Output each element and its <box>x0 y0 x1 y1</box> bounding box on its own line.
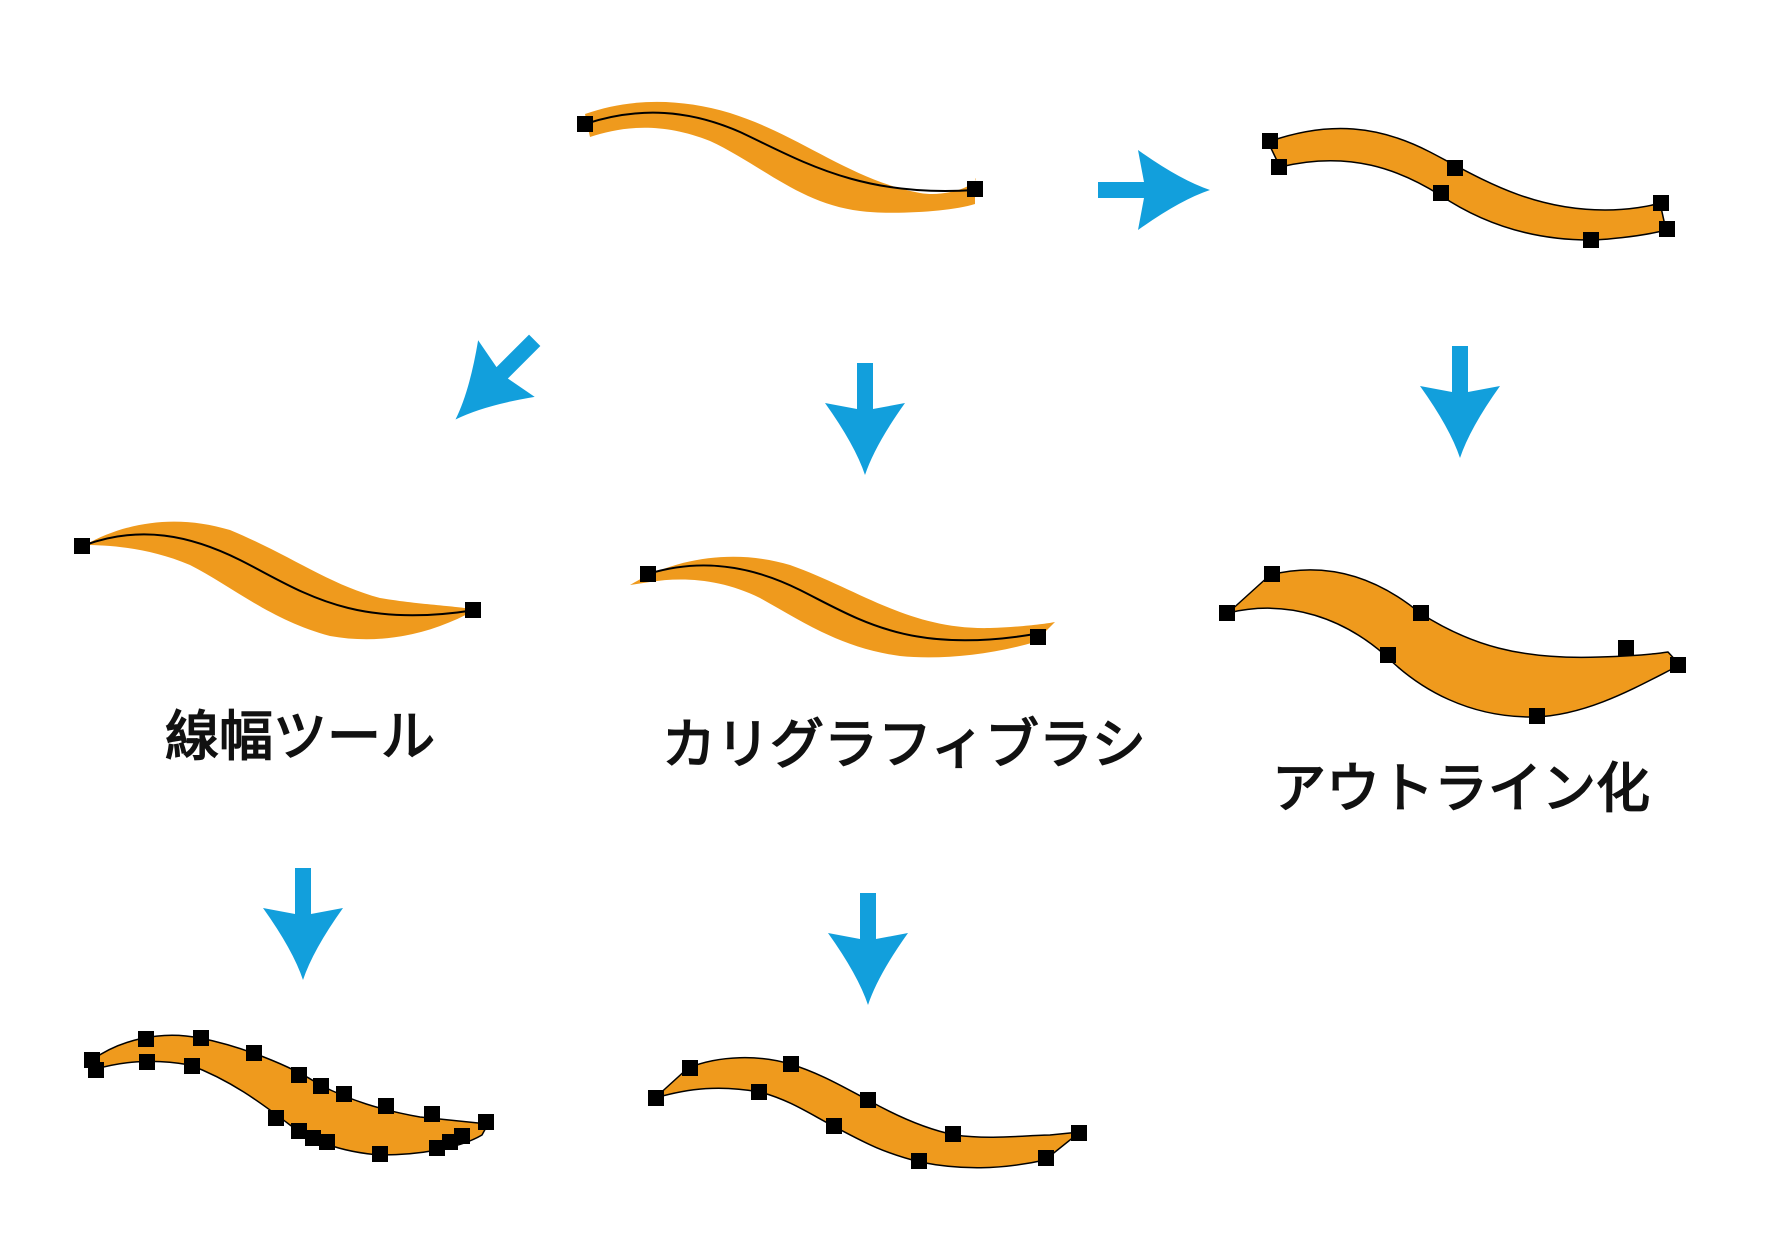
anchor-point-icon[interactable] <box>1264 566 1280 582</box>
anchor-point-icon[interactable] <box>454 1128 470 1144</box>
anchor-point-icon[interactable] <box>967 181 983 197</box>
original-stroke-fill <box>585 101 976 213</box>
anchor-point-icon[interactable] <box>465 602 481 618</box>
width-tool-stroke <box>74 521 481 640</box>
anchor-point-icon[interactable] <box>319 1134 335 1150</box>
anchor-point-icon[interactable] <box>74 538 90 554</box>
anchor-point-icon[interactable] <box>826 1118 842 1134</box>
anchor-point-icon[interactable] <box>336 1086 352 1102</box>
anchor-point-icon[interactable] <box>1433 185 1449 201</box>
anchor-point-icon[interactable] <box>139 1054 155 1070</box>
anchor-point-icon[interactable] <box>1262 133 1278 149</box>
anchor-point-icon[interactable] <box>478 1114 494 1130</box>
width-tool-outlined <box>84 1030 494 1162</box>
anchor-point-icon[interactable] <box>911 1153 927 1169</box>
anchor-point-icon[interactable] <box>1271 159 1287 175</box>
outlined-stroke-top <box>1262 127 1675 248</box>
arrow-icon <box>828 893 908 1005</box>
calligraphy-outlined-fill <box>654 1056 1083 1169</box>
anchor-point-icon[interactable] <box>1380 647 1396 663</box>
width-tool-label: 線幅ツール <box>165 705 435 768</box>
original-stroke <box>577 101 983 213</box>
outlined-stroke-middle <box>1219 566 1686 724</box>
anchor-point-icon[interactable] <box>1670 657 1686 673</box>
outline-label: アウトライン化 <box>1272 757 1650 820</box>
width-tool-stroke-path <box>84 533 476 617</box>
anchor-point-icon[interactable] <box>138 1031 154 1047</box>
outlined-stroke-middle-fill <box>1227 569 1682 718</box>
anchor-point-icon[interactable] <box>193 1030 209 1046</box>
anchor-point-icon[interactable] <box>291 1067 307 1083</box>
anchor-point-icon[interactable] <box>682 1060 698 1076</box>
anchor-point-icon[interactable] <box>246 1045 262 1061</box>
outlined-stroke-top-fill <box>1266 127 1667 241</box>
anchor-point-icon[interactable] <box>1529 708 1545 724</box>
anchor-point-icon[interactable] <box>1447 160 1463 176</box>
anchor-point-icon[interactable] <box>1659 221 1675 237</box>
anchor-point-icon[interactable] <box>372 1146 388 1162</box>
anchor-point-icon[interactable] <box>424 1106 440 1122</box>
calligraphy-outlined <box>648 1056 1087 1169</box>
anchor-point-icon[interactable] <box>945 1126 961 1142</box>
anchor-point-icon[interactable] <box>378 1098 394 1114</box>
anchor-point-icon[interactable] <box>577 116 593 132</box>
calligraphy-brush-label: カリグラフィブラシ <box>662 713 1146 776</box>
calligraphy-brush-stroke <box>630 556 1055 658</box>
anchor-point-icon[interactable] <box>1413 605 1429 621</box>
anchor-point-icon[interactable] <box>1030 629 1046 645</box>
anchor-point-icon[interactable] <box>640 566 656 582</box>
anchor-point-icon[interactable] <box>648 1090 664 1106</box>
anchor-point-icon[interactable] <box>88 1062 104 1078</box>
calligraphy-brush-stroke-path <box>647 564 1036 642</box>
anchor-point-icon[interactable] <box>1653 195 1669 211</box>
anchor-point-icon[interactable] <box>751 1084 767 1100</box>
anchor-point-icon[interactable] <box>184 1058 200 1074</box>
anchor-point-icon[interactable] <box>1071 1125 1087 1141</box>
anchor-point-icon[interactable] <box>860 1092 876 1108</box>
arrow-icon <box>825 363 905 475</box>
anchor-point-icon[interactable] <box>1038 1150 1054 1166</box>
arrow-icon <box>427 312 563 448</box>
anchor-point-icon[interactable] <box>268 1110 284 1126</box>
anchor-point-icon[interactable] <box>1618 640 1634 656</box>
original-stroke-path <box>584 111 976 192</box>
anchor-point-icon[interactable] <box>313 1078 329 1094</box>
calligraphy-brush-stroke-fill <box>630 556 1055 658</box>
anchor-point-icon[interactable] <box>783 1056 799 1072</box>
anchor-point-icon[interactable] <box>291 1123 307 1139</box>
anchor-point-icon[interactable] <box>1583 232 1599 248</box>
arrow-icon <box>1420 346 1500 458</box>
anchor-point-icon[interactable] <box>305 1130 321 1146</box>
width-tool-outlined-fill <box>91 1034 490 1156</box>
arrow-icon <box>263 868 343 980</box>
arrow-icon <box>1098 150 1210 230</box>
anchor-point-icon[interactable] <box>1219 605 1235 621</box>
